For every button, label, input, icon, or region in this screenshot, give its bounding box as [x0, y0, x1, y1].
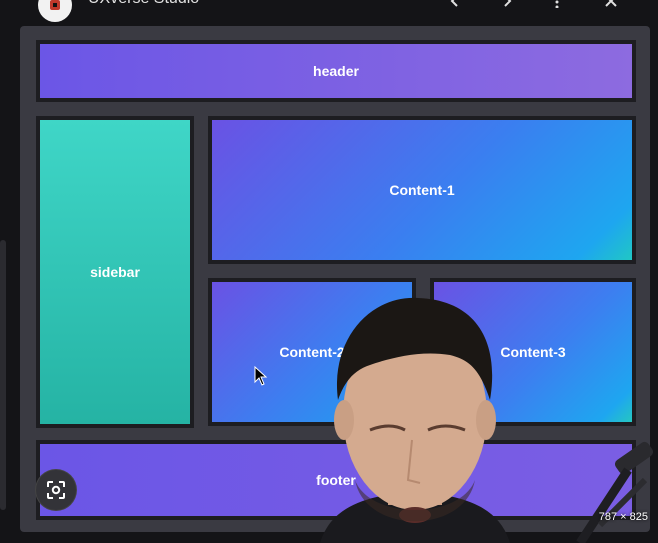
close-icon[interactable]: [600, 0, 622, 12]
microphone-stand: [576, 441, 654, 543]
back-icon[interactable]: [444, 0, 466, 12]
app-logo-icon[interactable]: [38, 0, 72, 22]
mouse-cursor-icon: [254, 366, 268, 386]
image-dimensions-label: 787 × 825: [598, 511, 648, 523]
grid-header: header: [36, 40, 636, 102]
more-vertical-icon[interactable]: [546, 0, 568, 12]
grid-sidebar: sidebar: [36, 116, 194, 428]
forward-icon[interactable]: [496, 0, 518, 12]
grid-content-2: Content-2: [208, 278, 416, 426]
window-title: UXverse Studio: [88, 0, 199, 8]
visual-search-button[interactable]: [36, 470, 76, 510]
webcam-overlay-person: [320, 297, 510, 543]
adjacent-window-edge: [0, 240, 6, 510]
title-bar: UXverse Studio: [0, 0, 658, 26]
lens-icon: [47, 481, 65, 499]
grid-content-1: Content-1: [208, 116, 636, 264]
